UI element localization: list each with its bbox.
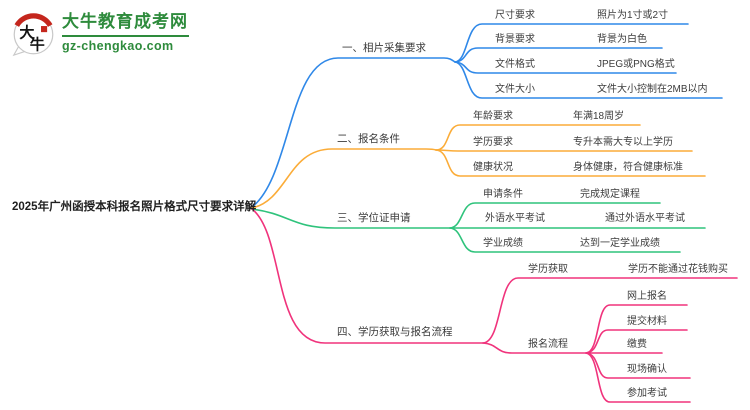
branch1-topic: 一、相片采集要求: [342, 42, 426, 54]
branch4-step3: 缴费: [627, 339, 647, 350]
site-url: gz-chengkao.com: [62, 39, 174, 53]
branch2-item3-label: 健康状况: [473, 162, 513, 173]
branch4-step5: 参加考试: [627, 388, 667, 399]
branch4-item2-line: [482, 342, 587, 354]
branch4-step1: 网上报名: [627, 291, 667, 302]
branch4-step2-line: [585, 329, 688, 354]
branch3-item1-line: [449, 202, 661, 229]
branch1-item4-label: 文件大小: [495, 84, 535, 95]
branch3-item3-line: [449, 227, 681, 253]
branch3-item2-label: 外语水平考试: [485, 213, 545, 224]
branch1-item2-value: 背景为白色: [597, 34, 647, 45]
branch4-step4: 现场确认: [627, 364, 667, 375]
branch4-item1-label: 学历获取: [528, 264, 568, 275]
branch2-item2-value: 专升本需大专以上学历: [573, 137, 673, 148]
branch1-item1-label: 尺寸要求: [495, 10, 535, 21]
branch2-item1-line: [435, 124, 641, 151]
site-name: 大牛教育成考网: [62, 12, 188, 31]
branch1-item2-label: 背景要求: [495, 34, 535, 45]
branch4-main-line: [251, 208, 484, 344]
svg-text:牛: 牛: [30, 36, 45, 54]
branch3-main-line: [251, 208, 451, 229]
branch2-main-line: [251, 148, 437, 209]
branch2-item3-line: [435, 149, 706, 177]
branch4-step5-line: [585, 352, 691, 403]
logo-icon: 大 牛: [12, 13, 54, 57]
branch4-item2-label: 报名流程: [528, 339, 568, 350]
branch4-step2: 提交材料: [627, 316, 667, 327]
branch2-item1-label: 年龄要求: [473, 111, 513, 122]
root-topic: 2025年广州函授本科报名照片格式尺寸要求详解: [12, 201, 257, 213]
branch3-item2-value: 通过外语水平考试: [605, 213, 685, 224]
branch4-item1-line: [482, 277, 738, 344]
branch3-item3-value: 达到一定学业成绩: [580, 238, 660, 249]
branch1-item3-label: 文件格式: [495, 59, 535, 70]
branch2-item1-value: 年满18周岁: [573, 111, 625, 122]
branch1-item1-line: [454, 23, 689, 63]
branch4-item1-value: 学历不能通过花钱购买: [628, 264, 728, 275]
branch2-item3-value: 身体健康，符合健康标准: [573, 162, 683, 173]
branch1-item4-line: [454, 61, 723, 99]
branch2-topic: 二、报名条件: [337, 133, 400, 145]
branch1-item1-value: 照片为1寸或2寸: [597, 10, 669, 21]
branch3-item3-label: 学业成绩: [483, 238, 523, 249]
branch1-main-line: [251, 57, 456, 208]
branch1-item4-value: 文件大小控制在2MB以内: [597, 84, 708, 95]
logo-divider: [62, 35, 189, 37]
branch2-item2-line: [435, 149, 693, 152]
branch3-item1-label: 申请条件: [483, 189, 523, 200]
site-logo: 大 牛 大牛教育成考网 gz-chengkao.com: [10, 11, 189, 58]
branch3-topic: 三、学位证申请: [337, 212, 411, 224]
branch1-item2-line: [454, 47, 663, 63]
branch1-item3-value: JPEG或PNG格式: [597, 59, 675, 70]
branch2-item2-label: 学历要求: [473, 137, 513, 148]
svg-text:大: 大: [19, 23, 34, 41]
branch3-item1-value: 完成规定课程: [580, 189, 640, 200]
branch4-topic: 四、学历获取与报名流程: [337, 326, 453, 338]
